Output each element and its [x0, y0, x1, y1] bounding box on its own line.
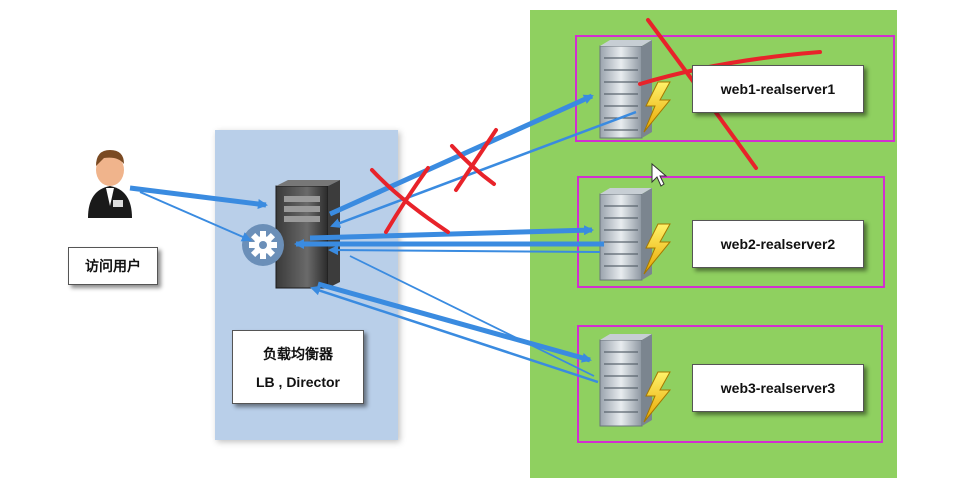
cross-mark — [638, 50, 822, 86]
server-tower-icon — [275, 180, 340, 289]
lb-label-line2: LB , Director — [255, 374, 340, 390]
arrow-lb-to-web3 — [317, 281, 592, 363]
arrow-web3-to-lb-thin — [349, 255, 595, 377]
server-label-web2: web2-realserver2 — [692, 220, 864, 268]
server-label-web1: web1-realserver1 — [692, 65, 864, 113]
server-box-web3 — [577, 325, 883, 443]
arrow-lb-to-web2 — [309, 225, 594, 241]
lightning-icon — [643, 223, 672, 275]
arrow-web3-to-lb — [310, 285, 599, 384]
server-rack-icon — [599, 334, 652, 427]
user-icon — [88, 150, 132, 218]
arrow-user-to-gear — [139, 191, 252, 242]
server-label-web3: web3-realserver3 — [692, 364, 864, 412]
arrow-web1-to-lb — [330, 110, 637, 228]
load-balancer-label: 负载均衡器 LB , Director — [232, 330, 364, 404]
arrow-user-to-lb — [129, 185, 268, 209]
lightning-icon — [643, 371, 672, 423]
arrow-web2-to-lb-thin — [328, 245, 601, 256]
lb-label-line1: 负载均衡器 — [263, 346, 333, 362]
cross-mark — [384, 166, 430, 234]
cross-mark — [454, 128, 498, 192]
gear-icon — [242, 224, 284, 266]
mouse-cursor-icon — [651, 162, 668, 187]
user-label: 访问用户 — [68, 247, 158, 285]
server-rack-icon — [599, 188, 652, 281]
lightning-icon — [643, 81, 672, 133]
connection-arrows — [129, 93, 637, 384]
